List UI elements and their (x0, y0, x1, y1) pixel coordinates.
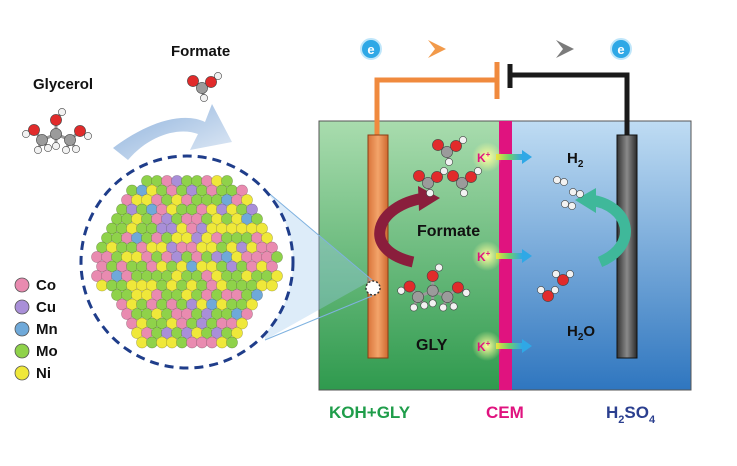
atom-sphere (266, 260, 278, 273)
legend-item-mn: Mn (14, 321, 58, 338)
electron-icon-left: e (360, 38, 382, 60)
h2so4-label: H2SO4 (606, 403, 656, 426)
atom-sphere (261, 232, 273, 244)
h2-molecule-2 (569, 188, 584, 198)
formate-molecule-3 (447, 167, 482, 197)
legend-item-co: Co (14, 277, 56, 294)
atom-sphere (241, 194, 253, 206)
atom-sphere (186, 336, 198, 349)
k-ion-arrow-shaft (496, 343, 522, 349)
legend-swatch (14, 343, 30, 359)
legend-label: Mn (36, 321, 58, 338)
alloy-nanoparticle (91, 175, 283, 349)
k-ion-arrow-head (522, 249, 532, 263)
k-ion-transport-group: K+ K+ K+ (472, 142, 532, 361)
h2o-molecule-1 (552, 270, 574, 286)
atom-sphere (226, 336, 238, 349)
atom-sphere (246, 298, 258, 311)
atom-sphere (216, 336, 228, 349)
atom-sphere (241, 308, 253, 320)
k-ion-arrow-head (522, 339, 532, 353)
cathode-reaction-arrow (588, 194, 631, 268)
atom-sphere (146, 336, 158, 349)
h2-molecule-1 (553, 176, 568, 186)
k-ion-2: K+ (472, 241, 532, 271)
k-ion-arrow-head (522, 150, 532, 164)
atom-sphere (136, 336, 148, 349)
koh-gly-label: KOH+GLY (329, 403, 411, 422)
formate-molecule-1 (432, 136, 467, 166)
atom-sphere (266, 279, 278, 292)
atom-sphere (271, 251, 283, 263)
atom-sphere (251, 213, 263, 225)
legend-item-cu: Cu (14, 299, 56, 316)
legend-swatch (14, 277, 30, 293)
atom-sphere (196, 336, 208, 349)
k-ion-label: K+ (477, 150, 491, 165)
atom-sphere (236, 317, 248, 330)
h2o-molecule-2 (537, 286, 559, 302)
molecule-group (22, 72, 584, 312)
atom-sphere (266, 241, 278, 254)
atom-sphere (256, 222, 268, 235)
glycerol-molecule-top (22, 108, 92, 154)
k-ion-arrow-shaft (496, 253, 522, 259)
legend-item-ni: Ni (14, 365, 51, 382)
gly-label: GLY (416, 337, 448, 354)
atom-sphere (236, 184, 248, 197)
legend-swatch (14, 321, 30, 337)
atom-sphere (206, 336, 218, 349)
k-ion-label: K+ (477, 339, 491, 354)
atom-sphere (221, 175, 233, 187)
conversion-arrow (113, 104, 232, 160)
atom-sphere (271, 270, 283, 282)
h2-label: H2 (567, 150, 584, 170)
external-circuit (374, 40, 630, 135)
legend-label: Cu (36, 299, 56, 316)
legend-label: Co (36, 277, 56, 294)
legend-swatch (14, 299, 30, 315)
atom-sphere (231, 327, 243, 339)
atom-sphere (176, 336, 188, 349)
atom-sphere (96, 279, 108, 292)
legend-item-mo: Mo (14, 343, 58, 360)
k-ion-3: K+ (472, 331, 532, 361)
formate-molecule-top (187, 72, 222, 102)
h2o-label: H2O (567, 323, 595, 343)
k-ion-arrow-shaft (496, 154, 522, 160)
h2-molecule-3 (561, 200, 576, 210)
atom-sphere (166, 336, 178, 349)
anode-reaction-arrow (374, 192, 426, 268)
glycerol-label: Glycerol (33, 76, 93, 93)
legend-swatch (14, 365, 30, 381)
atom-sphere (251, 289, 263, 301)
cem-label: CEM (486, 403, 524, 422)
electron-label-right: e (617, 42, 624, 57)
formate-cell-label: Formate (417, 223, 480, 240)
active-site-marker (365, 280, 381, 296)
atom-sphere (246, 203, 258, 216)
electron-icon-right: e (610, 38, 632, 60)
glycerol-molecule-cell (397, 263, 471, 312)
electron-label-left: e (367, 42, 374, 57)
legend-label: Ni (36, 365, 51, 382)
formate-top-label: Formate (171, 43, 230, 60)
formate-molecule-2 (413, 167, 448, 197)
k-ion-1: K+ (472, 142, 532, 172)
legend-label: Mo (36, 343, 58, 360)
atom-sphere (156, 336, 168, 349)
zoom-projection (265, 190, 372, 340)
k-ion-label: K+ (477, 249, 491, 264)
